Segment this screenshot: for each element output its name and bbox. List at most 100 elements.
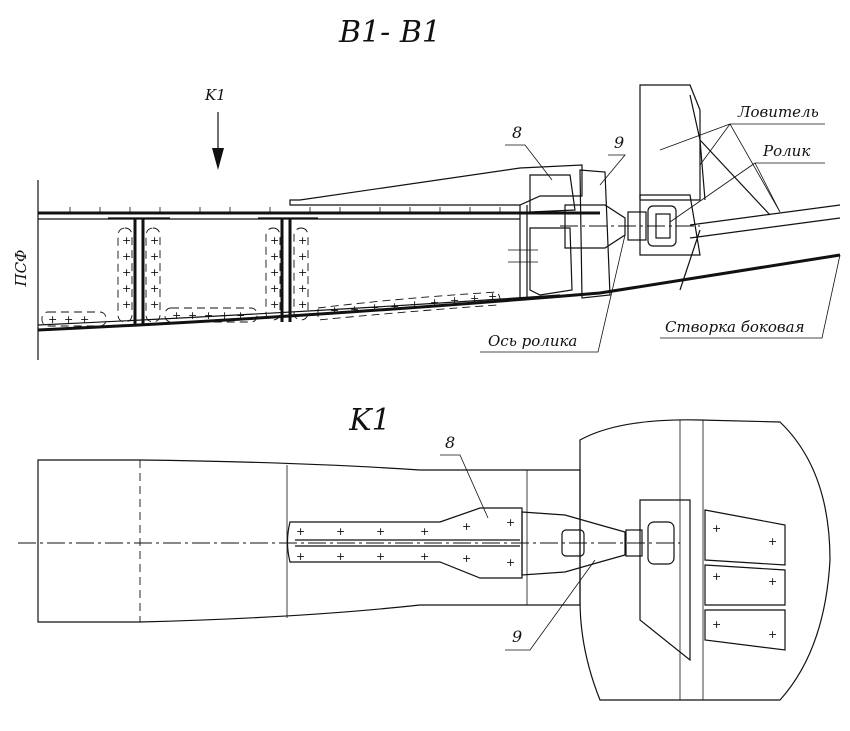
roller-assembly (627, 194, 701, 256)
svg-text:+: + (410, 298, 419, 311)
svg-text:+: + (48, 313, 57, 326)
svg-text:+: + (270, 282, 279, 295)
flap-rib-panels: + + + + + + (704, 509, 786, 651)
svg-text:+: + (336, 525, 345, 538)
svg-text:+: + (450, 294, 459, 307)
rib-1 (108, 217, 170, 325)
svg-text:+: + (270, 266, 279, 279)
svg-text:+: + (236, 309, 245, 322)
roller-axle-plan (625, 529, 643, 557)
fitting-part-8-plan (286, 507, 523, 579)
svg-text:+: + (150, 298, 159, 311)
fuselage-outline (37, 459, 581, 623)
side-flap-upper-inner (689, 217, 841, 239)
svg-text:+: + (298, 282, 307, 295)
svg-text:+: + (768, 628, 777, 641)
svg-text:+: + (330, 304, 339, 317)
fastener-marks: + + + + + + + + + + + + + + + + + + + + + + + + + + + + + + + + + +… (48, 234, 497, 326)
section-b1-b1: B1- B1 K1 ПСФ (12, 15, 841, 360)
roller-plan (647, 521, 675, 565)
view-title: K1 (348, 403, 391, 438)
svg-text:+: + (298, 266, 307, 279)
view-arrow-head (212, 148, 224, 170)
svg-text:+: + (488, 290, 497, 303)
svg-text:+: + (462, 520, 471, 533)
side-flap-outline (579, 419, 831, 701)
svg-text:Ось ролика: Ось ролика (488, 332, 577, 350)
side-flap-upper (689, 204, 841, 226)
svg-text:+: + (220, 309, 229, 322)
svg-text:+: + (462, 552, 471, 565)
svg-text:+: + (430, 296, 439, 309)
callout-roller: Ролик (669, 142, 825, 223)
fitting-part-9-plan (521, 511, 626, 576)
svg-text:+: + (420, 525, 429, 538)
svg-text:+: + (122, 266, 131, 279)
svg-text:+: + (122, 298, 131, 311)
svg-text:+: + (204, 309, 213, 322)
svg-text:Ловитель: Ловитель (737, 103, 819, 121)
svg-text:+: + (370, 301, 379, 314)
upper-skin-fasteners (69, 207, 501, 213)
svg-text:+: + (298, 298, 307, 311)
rib-2 (258, 217, 318, 322)
svg-text:9: 9 (614, 133, 624, 152)
svg-text:+: + (298, 250, 307, 263)
svg-text:+: + (376, 525, 385, 538)
svg-text:+: + (150, 234, 159, 247)
catcher-body (639, 84, 771, 291)
svg-text:+: + (150, 282, 159, 295)
callout-part-9: 9 (599, 133, 626, 186)
svg-text:+: + (376, 550, 385, 563)
callout-side-flap: Створка боковая (660, 254, 841, 339)
svg-text:+: + (506, 516, 515, 529)
svg-text:+: + (712, 522, 721, 535)
view-callout-part-8: 8 (440, 433, 489, 519)
view-mark-label: K1 (204, 86, 226, 104)
svg-text:+: + (390, 300, 399, 313)
fitting-part-9 (560, 169, 700, 299)
svg-text:+: + (470, 292, 479, 305)
lower-strip-1 (41, 311, 107, 327)
svg-text:+: + (270, 298, 279, 311)
svg-text:+: + (122, 234, 131, 247)
svg-text:+: + (188, 309, 197, 322)
svg-text:+: + (64, 313, 73, 326)
svg-text:+: + (506, 556, 515, 569)
callout-part-8: 8 (505, 123, 553, 181)
view-k1: K1 + + + + + + + + + + + + + + + + (18, 403, 831, 701)
svg-text:+: + (298, 234, 307, 247)
catcher-plan (639, 499, 691, 662)
svg-text:+: + (712, 570, 721, 583)
svg-text:+: + (122, 282, 131, 295)
svg-text:+: + (270, 234, 279, 247)
svg-text:+: + (712, 618, 721, 631)
svg-text:+: + (150, 250, 159, 263)
lower-strip-3 (317, 291, 501, 321)
lower-skin-inner (37, 294, 561, 326)
callout-roller-axle: Ось ролика (480, 234, 626, 353)
view-callout-part-9: 9 (505, 559, 596, 651)
callout-catcher: Ловитель (659, 103, 825, 213)
lower-strip-2 (164, 307, 258, 323)
svg-text:+: + (80, 313, 89, 326)
svg-text:+: + (768, 575, 777, 588)
psf-label: ПСФ (12, 249, 30, 287)
svg-text:+: + (768, 535, 777, 548)
fitting-part-8-fasteners: ++++++ ++++++ (296, 516, 515, 569)
svg-text:9: 9 (512, 627, 522, 646)
svg-text:+: + (150, 266, 159, 279)
svg-text:+: + (336, 550, 345, 563)
section-title: B1- B1 (338, 15, 441, 50)
lower-skin (37, 253, 841, 332)
fitting-part-8-web (295, 539, 520, 547)
svg-text:+: + (420, 550, 429, 563)
fitting-part-9-lug (561, 529, 585, 557)
svg-text:8: 8 (512, 123, 522, 142)
svg-text:+: + (296, 550, 305, 563)
fitting-part-8 (289, 164, 583, 300)
svg-text:Ролик: Ролик (762, 142, 810, 160)
svg-text:+: + (350, 303, 359, 316)
svg-text:+: + (270, 250, 279, 263)
svg-text:8: 8 (445, 433, 455, 452)
